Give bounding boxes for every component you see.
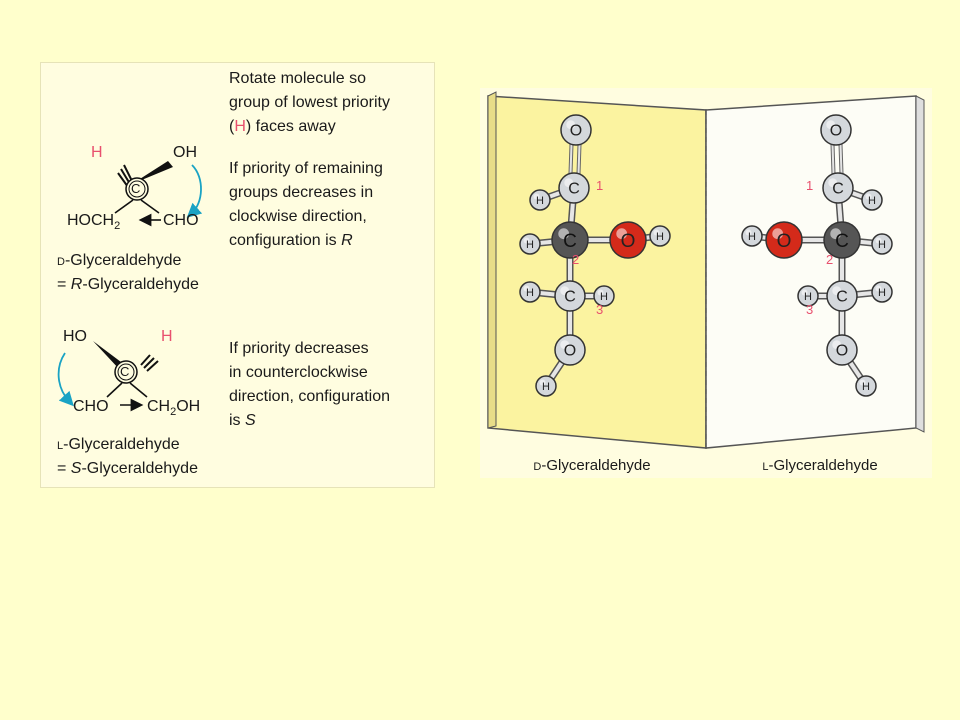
ball-and-stick-models: O C H C H H O H H C O H 1 2 3 O C H C H H O H H C O H 1 2 3 D-Glycer… — [480, 88, 932, 478]
hydroxyl-oxygen-atom-label: O — [621, 231, 636, 252]
d-glyceraldehyde-model: O C H C H H O H H C O H 1 2 3 — [519, 114, 671, 397]
carbon-number-3: 3 — [596, 302, 603, 317]
step3-line2: in counterclockwise — [229, 364, 368, 381]
l-mol-c-label: C — [120, 364, 130, 379]
left-panel: H OH C HOCH2 CHO HO H C CHO CH2OH Rotate… — [40, 62, 435, 488]
step3-line1: If priority decreases — [229, 340, 369, 357]
carbon-number-2: 2 — [826, 252, 833, 267]
hashed-bond-h — [140, 354, 159, 372]
hydrogen-atom-label: H — [878, 239, 886, 251]
hydrogen-atom-label: H — [600, 291, 608, 303]
step1-line1: Rotate molecule so — [229, 70, 366, 87]
d-glyceraldehyde-name: D-Glyceraldehyde — [57, 252, 182, 269]
hydrogen-atom-label: H — [526, 239, 534, 251]
right-page — [705, 95, 917, 449]
mirror-image-figure: O C H C H H O H H C O H 1 2 3 O C H C H H O H H C O H 1 2 3 D-Glycer… — [480, 88, 932, 478]
hydrogen-atom-label: H — [748, 231, 756, 243]
oxygen-atom-label: O — [836, 343, 848, 360]
l-equals-s-name: = S-Glyceraldehyde — [57, 460, 198, 477]
hydrogen-atom-label: H — [868, 195, 876, 207]
l-wedge-molecule — [57, 341, 159, 412]
carbon-number-2: 2 — [572, 252, 579, 267]
step1-line3: (H) faces away — [229, 118, 336, 135]
l-glyceraldehyde-caption: L-Glyceraldehyde — [762, 457, 877, 474]
wedge-bond-ho — [93, 341, 125, 370]
d-equals-r-name: = R-Glyceraldehyde — [57, 276, 199, 293]
l-mol-cho-label: CHO — [73, 398, 109, 415]
carbon-atom-2-label: C — [563, 231, 577, 252]
configuration-diagrams — [57, 161, 203, 412]
step3-line4: is S — [229, 412, 256, 429]
l-glyceraldehyde-model: O C H C H H O H H C O H 1 2 3 — [741, 114, 893, 397]
step3-line3: direction, configuration — [229, 388, 390, 405]
d-wedge-molecule — [114, 161, 203, 227]
carbon-number-3: 3 — [806, 302, 813, 317]
carbon-atom-1-label: C — [568, 181, 580, 198]
d-mol-cho-label: CHO — [163, 212, 199, 229]
oxygen-atom-label: O — [570, 123, 582, 140]
hydrogen-atom-label: H — [526, 287, 534, 299]
left-page — [487, 95, 707, 449]
carbon-atom-1-label: C — [832, 181, 844, 198]
oxygen-atom-label: O — [564, 343, 576, 360]
step1-line2: group of lowest priority — [229, 94, 390, 111]
d-glyceraldehyde-caption: D-Glyceraldehyde — [533, 457, 650, 474]
carbon-atom-3-label: C — [564, 289, 576, 306]
d-mol-hoch2-label: HOCH2 — [67, 212, 121, 233]
hydrogen-atom-label: H — [804, 291, 812, 303]
l-mol-h-label: H — [161, 328, 173, 345]
oxygen-atom-label: O — [830, 123, 842, 140]
wedge-bond-oh — [132, 161, 173, 184]
carbon-number-1: 1 — [806, 178, 813, 193]
hydrogen-atom-label: H — [542, 381, 550, 393]
l-mol-ch2oh-label: CH2OH — [147, 398, 201, 419]
step2-line1: If priority of remaining — [229, 160, 383, 177]
carbon-atom-2-label: C — [835, 231, 849, 252]
clockwise-arrow — [186, 164, 203, 218]
l-mol-ho-label: HO — [63, 328, 87, 345]
carbon-number-1: 1 — [596, 178, 603, 193]
step2-line2: groups decreases in — [229, 184, 374, 201]
hydrogen-atom-label: H — [536, 195, 544, 207]
hydroxyl-oxygen-atom-label: O — [777, 231, 792, 252]
d-mol-h-label: H — [91, 144, 103, 161]
step2-line3: clockwise direction, — [229, 208, 367, 225]
d-mol-c-label: C — [131, 181, 141, 196]
hydrogen-atom-label: H — [862, 381, 870, 393]
hydrogen-atom-label: H — [878, 287, 886, 299]
carbon-atom-3-label: C — [836, 289, 848, 306]
counterclockwise-arrow — [57, 352, 74, 407]
d-mol-oh-label: OH — [173, 144, 197, 161]
hydrogen-atom-label: H — [656, 231, 664, 243]
step2-line4: configuration is R — [229, 232, 353, 249]
l-glyceraldehyde-name: L-Glyceraldehyde — [57, 436, 180, 453]
